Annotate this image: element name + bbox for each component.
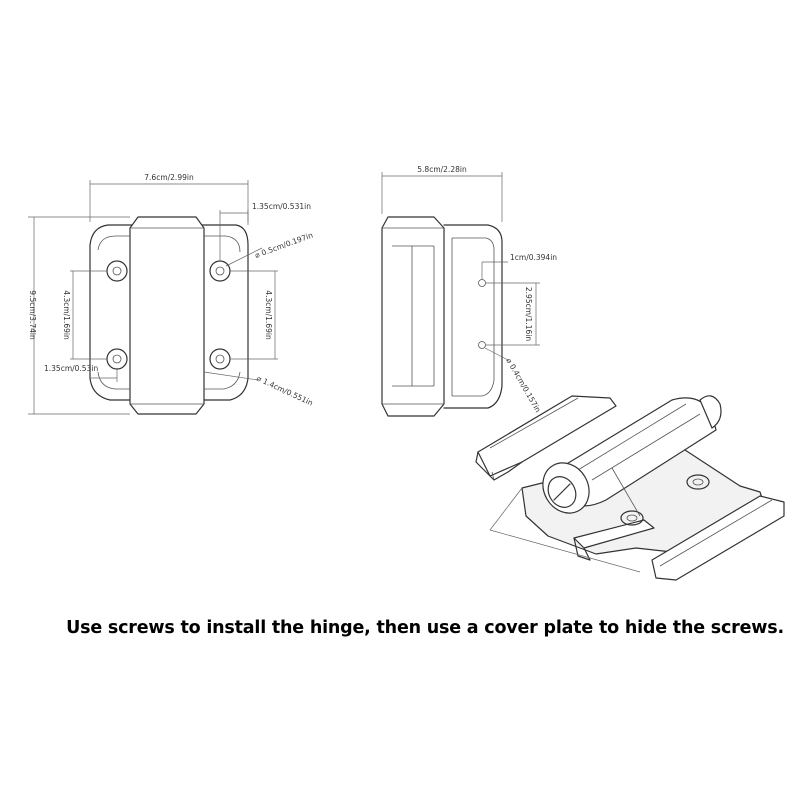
front-left-spacing-label: 4.3cm/1.69in bbox=[62, 290, 71, 340]
front-hole-diameter-callout: ⌀ 0.5cm/0.197in bbox=[225, 230, 315, 267]
front-hole-bottom-right bbox=[209, 348, 231, 370]
isometric-view bbox=[475, 395, 785, 581]
front-top-offset-dimension: 1.35cm/0.531in bbox=[219, 202, 311, 261]
side-hole-top bbox=[478, 279, 486, 287]
iso-barrel bbox=[542, 395, 722, 517]
iso-right-flap bbox=[651, 495, 785, 581]
front-hole-bottom-left bbox=[106, 348, 128, 370]
front-width-label: 7.6cm/2.99in bbox=[144, 173, 194, 182]
front-knuckle bbox=[129, 216, 205, 415]
side-spacing-label: 2.95cm/1.16in bbox=[524, 287, 533, 341]
side-hole-bottom bbox=[478, 341, 486, 349]
side-width-label: 5.8cm/2.28in bbox=[417, 165, 467, 174]
caption-text: Use screws to install the hinge, then us… bbox=[66, 618, 784, 638]
side-hole-diameter-label: ⌀ 0.4cm/0.157in bbox=[504, 357, 542, 415]
front-hole-diameter-label: ⌀ 0.5cm/0.197in bbox=[254, 230, 315, 259]
front-height-label: 9.5cm/3.74in bbox=[28, 290, 37, 340]
side-knuckle bbox=[381, 216, 445, 417]
front-right-spacing-label: 4.3cm/1.69in bbox=[264, 290, 273, 340]
side-offset-label: 1cm/0.394in bbox=[510, 253, 557, 262]
front-hole-top-left bbox=[106, 260, 128, 282]
front-right-spacing-dimension: 4.3cm/1.69in bbox=[230, 270, 278, 360]
iso-lower-flap bbox=[573, 519, 655, 549]
side-plate-profile bbox=[443, 224, 503, 409]
iso-hole-left bbox=[620, 510, 644, 526]
front-left-spacing-dimension: 4.3cm/1.69in bbox=[62, 270, 107, 360]
front-view: 7.6cm/2.99in 9.5cm/3.74in 1.35cm/0.531in… bbox=[28, 173, 315, 415]
front-height-dimension: 9.5cm/3.74in bbox=[28, 216, 130, 415]
side-offset-dimension: 1cm/0.394in bbox=[481, 253, 557, 279]
front-hole-top-right bbox=[209, 260, 231, 282]
front-pin-diameter-callout: ⌀ 1.4cm/0.551in bbox=[203, 371, 315, 408]
side-spacing-dimension: 2.95cm/1.16in bbox=[486, 282, 540, 346]
front-bottom-offset-dimension: 1.35cm/0.53in bbox=[44, 364, 118, 382]
front-plate-outline bbox=[89, 224, 249, 401]
front-pin-diameter-label: ⌀ 1.4cm/0.551in bbox=[255, 374, 314, 408]
front-bottom-offset-label: 1.35cm/0.53in bbox=[44, 364, 98, 373]
iso-hole-right bbox=[686, 474, 710, 490]
front-width-dimension: 7.6cm/2.99in bbox=[89, 173, 249, 222]
front-top-offset-label: 1.35cm/0.531in bbox=[252, 202, 311, 211]
side-width-dimension: 5.8cm/2.28in bbox=[381, 165, 503, 222]
side-view: 5.8cm/2.28in 1cm/0.394in 2.95cm/1.16in ⌀… bbox=[381, 165, 557, 417]
